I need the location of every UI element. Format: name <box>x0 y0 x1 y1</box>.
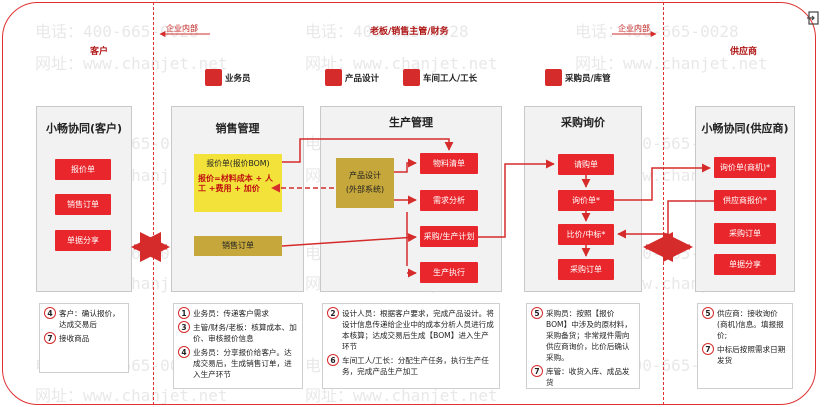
step-number: 2 <box>327 307 339 319</box>
zone-label-management: 老板/销售主管/财务 <box>370 27 449 37</box>
supplier-share-button[interactable]: 单据分享 <box>714 254 776 275</box>
supplier-notes: 5 供应商：接收询价(商机)信息。填报报价; 7 中标后按照需求日期发货 <box>697 303 793 389</box>
purchase-production-plan-button[interactable]: 采购/生产计划 <box>420 226 478 247</box>
sales-quote-bom-box[interactable]: 报价单(报价BOM) <box>194 154 282 172</box>
bom-button[interactable]: 物料清单 <box>420 153 478 174</box>
product-design-label: 产品设计 <box>349 171 381 180</box>
note-item: 7 库管：收货入库、成品发货 <box>531 365 635 388</box>
step-number: 7 <box>531 365 543 377</box>
note-text: 客户：确认报价，达成交易后 <box>59 309 120 329</box>
role-purchaser: 采购员/库管 <box>545 69 611 86</box>
role-salesman-label: 业务员 <box>225 73 251 84</box>
step-number: 7 <box>702 343 714 355</box>
note-text: 主管/财务/老板：核算成本、加价、审核报价信息 <box>193 323 297 343</box>
note-text: 接收商品 <box>59 334 90 343</box>
role-salesman: 业务员 <box>205 69 251 86</box>
role-product-design-label: 产品设计 <box>345 73 380 84</box>
note-text: 业务员：传递客户需求 <box>193 309 269 318</box>
sales-quote-formula-box: 报价=材料成本 + 人工 +费用 + 加价 <box>194 172 282 212</box>
supplier-boundary-line <box>663 2 664 405</box>
step-number: 4 <box>44 307 56 319</box>
exit-icon[interactable] <box>806 10 820 25</box>
step-number: 6 <box>327 354 339 366</box>
production-execution-button[interactable]: 生产执行 <box>420 262 478 283</box>
note-item: 7 中标后按照需求日期发货 <box>702 343 788 366</box>
note-item: 4 业务员：分享报价给客户。达成交易后，生成销售订单，进入生产环节 <box>178 346 298 380</box>
note-item: 1 业务员：传递客户需求 <box>178 307 298 319</box>
step-number: 1 <box>178 307 190 319</box>
note-text: 供应商：接收询价(商机)信息。填报报价; <box>717 309 784 340</box>
role-product-design: 产品设计 <box>325 69 379 86</box>
production-notes: 2 设计人员：根据客户要求，完成产品设计。将设计信息传递给企业中的成本分析人员进… <box>322 303 500 389</box>
role-purchaser-label: 采购员/库管 <box>565 73 611 84</box>
step-number: 7 <box>44 332 56 344</box>
step-number: 5 <box>702 307 714 319</box>
supplier-inquiry-button[interactable]: 询价单(商机)* <box>714 157 776 178</box>
customer-column-title: 小畅协同(客户) <box>45 122 123 135</box>
supplier-purchase-order-button[interactable]: 采购订单 <box>714 223 776 244</box>
supplier-quote-button[interactable]: 供应商报价* <box>714 190 776 211</box>
watermark-web: 网址：www.chanjet.net <box>305 54 498 73</box>
note-item: 4 客户：确认报价，达成交易后 <box>44 307 124 330</box>
customer-notes: 4 客户：确认报价，达成交易后 7 接收商品 <box>39 303 129 373</box>
note-item: 6 车间工人/工长：分配生产任务，执行生产任务，完成产品生产加工 <box>327 354 495 377</box>
role-workshop-label: 车间工人/工长 <box>423 73 478 84</box>
purchase-notes: 5 采购员：按照【报价BOM】中涉及的原材料，采购备货；非常规件需向供应商询价，… <box>526 303 640 389</box>
zone-label-customer: 客户 <box>90 47 109 57</box>
customer-boundary-line <box>153 2 154 405</box>
note-text: 采购员：按照【报价BOM】中涉及的原材料，采购备货；非常规件需向供应商询价，比价… <box>546 309 632 362</box>
zone-label-enterprise-left: 企业内部 <box>166 24 198 33</box>
purchase-order-button[interactable]: 采购订单 <box>558 259 614 280</box>
inquiry-button[interactable]: 询价单* <box>558 190 614 211</box>
note-text: 业务员：分享报价给客户。达成交易后，生成销售订单，进入生产环节 <box>193 348 292 379</box>
watermark-web: 网址：www.chanjet.net <box>305 386 498 405</box>
role-workshop: 车间工人/工长 <box>403 69 477 86</box>
production-column-title: 生产管理 <box>389 116 433 129</box>
watermark-phone: 电话：400-665-0028 <box>35 22 199 41</box>
person-icon <box>545 69 562 86</box>
diagram-frame <box>2 2 816 405</box>
note-text: 车间工人/工长：分配生产任务，执行生产任务，完成产品生产加工 <box>342 356 489 376</box>
purchase-column-title: 采购询价 <box>561 116 605 129</box>
sales-order-box[interactable]: 销售订单 <box>194 236 282 256</box>
step-number: 5 <box>531 307 543 319</box>
watermark-phone: 电话：400-665-0028 <box>305 22 469 41</box>
person-icon <box>325 69 342 86</box>
watermark-phone: 电话：400-665-0028 <box>575 22 739 41</box>
customer-column <box>36 106 132 292</box>
person-icon <box>205 69 222 86</box>
purchase-request-button[interactable]: 请购单 <box>558 154 614 175</box>
note-item: 3 主管/财务/老板：核算成本、加价、审核报价信息 <box>178 321 298 344</box>
customer-sales-order-button[interactable]: 销售订单 <box>55 194 111 215</box>
note-text: 库管：收货入库、成品发货 <box>546 367 630 387</box>
compare-bid-button[interactable]: 比价/中标* <box>558 224 614 245</box>
note-item: 2 设计人员：根据客户要求，完成产品设计。将设计信息传递给企业中的成本分析人员进… <box>327 307 495 352</box>
sales-notes: 1 业务员：传递客户需求 3 主管/财务/老板：核算成本、加价、审核报价信息 4… <box>173 303 303 389</box>
factory-icon <box>403 69 420 86</box>
note-text: 中标后按照需求日期发货 <box>717 345 786 365</box>
product-design-sublabel: (外部系统) <box>345 185 385 194</box>
note-item: 5 采购员：按照【报价BOM】中涉及的原材料，采购备货；非常规件需向供应商询价，… <box>531 307 635 363</box>
step-number: 3 <box>178 321 190 333</box>
watermark-web: 网址：www.chanjet.net <box>575 54 768 73</box>
product-design-box[interactable]: 产品设计 (外部系统) <box>336 158 394 208</box>
watermark-web: 网址：www.chanjet.net <box>35 386 228 405</box>
note-text: 设计人员：根据客户要求，完成产品设计。将设计信息传递给企业中的成本分析人员进行成… <box>342 309 494 351</box>
note-item: 5 供应商：接收询价(商机)信息。填报报价; <box>702 307 788 341</box>
sales-column-title: 销售管理 <box>215 122 260 135</box>
zone-label-enterprise-right: 企业内部 <box>618 24 650 33</box>
customer-quote-button[interactable]: 报价单 <box>55 159 111 180</box>
zone-label-supplier: 供应商 <box>730 47 758 57</box>
step-number: 4 <box>178 346 190 358</box>
customer-share-button[interactable]: 单据分享 <box>55 230 111 251</box>
demand-analysis-button[interactable]: 需求分析 <box>420 190 478 211</box>
note-item: 7 接收商品 <box>44 332 124 344</box>
supplier-column-title: 小畅协同(供应商) <box>701 122 789 135</box>
watermark-web: 网址：www.chanjet.net <box>35 54 228 73</box>
